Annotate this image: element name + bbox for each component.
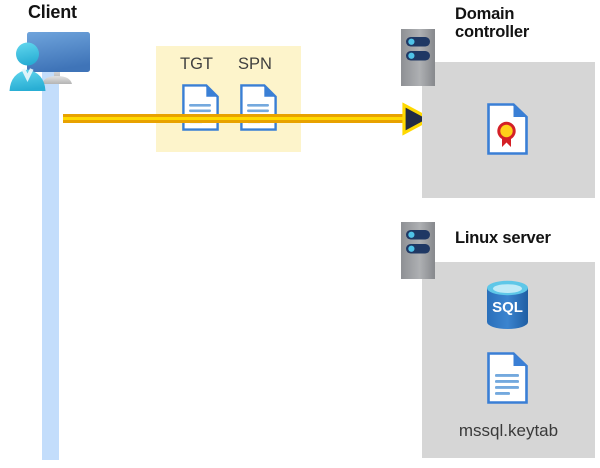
sql-database-caption: SQL [492,299,523,316]
spn-label: SPN [238,55,272,73]
client-label: Client [28,2,77,22]
client-swimlane [42,62,59,460]
certificate-document-icon [487,103,528,155]
kerberos-request-arrow-line [63,114,411,123]
document-icon [240,84,277,131]
tgt-spn-message-box [156,46,301,152]
linux-server-label: Linux server [455,229,551,247]
tgt-label: TGT [180,55,213,73]
server-rack-icon [401,29,435,86]
keytab-filename-label: mssql.keytab [458,421,559,440]
sql-database-icon: SQL [484,279,531,331]
kerberos-request-arrow-head [402,102,434,136]
document-icon [182,84,219,131]
domain-controller-label: Domain controller [455,5,530,42]
document-icon [487,352,528,404]
workstation-user-icon [6,28,98,96]
server-rack-icon [401,222,435,279]
